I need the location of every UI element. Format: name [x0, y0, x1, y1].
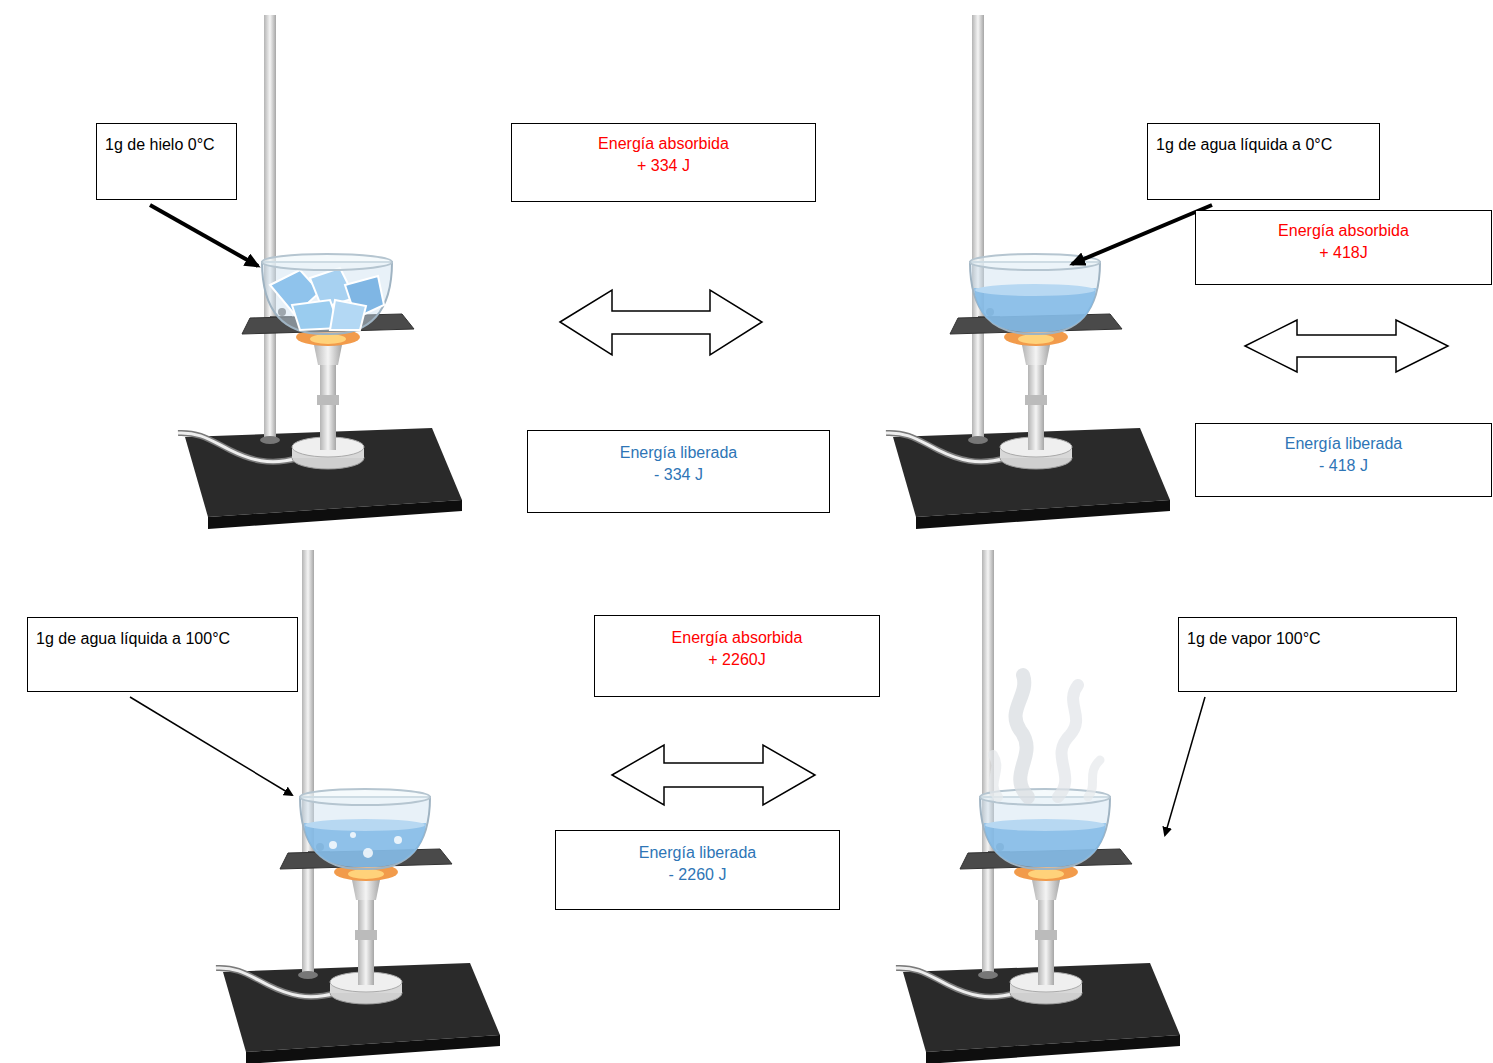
lab-stand: [896, 550, 1180, 1063]
energy-value: + 334 J: [520, 155, 807, 177]
stage-water-cold: [886, 15, 1170, 529]
double-arrow: [1245, 320, 1448, 372]
leader-arrow: [1165, 697, 1205, 835]
energy-box: Energía absorbida+ 2260J: [594, 615, 880, 697]
state-text: 1g de hielo 0°C: [105, 134, 228, 156]
energy-value: - 418 J: [1204, 455, 1483, 477]
stage-steam: [896, 550, 1180, 1063]
energy-heading: Energía liberada: [1204, 433, 1483, 455]
energy-box: Energía liberada- 418 J: [1195, 423, 1492, 497]
water: [984, 819, 1106, 867]
leader-arrow: [150, 205, 258, 266]
energy-heading: Energía absorbida: [520, 133, 807, 155]
state-label: 1g de vapor 100°C: [1178, 617, 1457, 692]
state-text: 1g de vapor 100°C: [1187, 628, 1448, 650]
state-text: 1g de agua líquida a 0°C: [1156, 134, 1371, 156]
energy-box: Energía absorbida+ 334 J: [511, 123, 816, 202]
energy-value: + 2260J: [603, 649, 871, 671]
water: [974, 284, 1096, 332]
lab-stand: [886, 15, 1170, 529]
steam: [993, 675, 1100, 797]
energy-box: Energía liberada- 334 J: [527, 430, 830, 513]
energy-heading: Energía absorbida: [603, 627, 871, 649]
energy-heading: Energía absorbida: [1204, 220, 1483, 242]
energy-heading: Energía liberada: [536, 442, 821, 464]
bowl-rim: [262, 254, 392, 270]
energy-box: Energía absorbida+ 418J: [1195, 210, 1492, 285]
state-text: 1g de agua líquida a 100°C: [36, 628, 289, 650]
state-label: 1g de agua líquida a 0°C: [1147, 123, 1380, 200]
energy-heading: Energía liberada: [564, 842, 831, 864]
double-arrow: [560, 290, 762, 355]
leader-arrow: [130, 697, 292, 795]
lab-stand: [178, 15, 462, 529]
state-label: 1g de hielo 0°C: [96, 123, 237, 200]
leader-arrow: [1072, 205, 1212, 264]
water: [304, 819, 426, 867]
energy-value: - 334 J: [536, 464, 821, 486]
energy-box: Energía liberada- 2260 J: [555, 830, 840, 910]
energy-value: + 418J: [1204, 242, 1483, 264]
double-arrow: [612, 745, 815, 805]
energy-value: - 2260 J: [564, 864, 831, 886]
ice-cubes: [270, 268, 384, 330]
stage-ice: [178, 15, 462, 529]
bubbles: [329, 832, 402, 858]
state-label: 1g de agua líquida a 100°C: [27, 617, 298, 692]
bowl-rim: [300, 789, 430, 805]
